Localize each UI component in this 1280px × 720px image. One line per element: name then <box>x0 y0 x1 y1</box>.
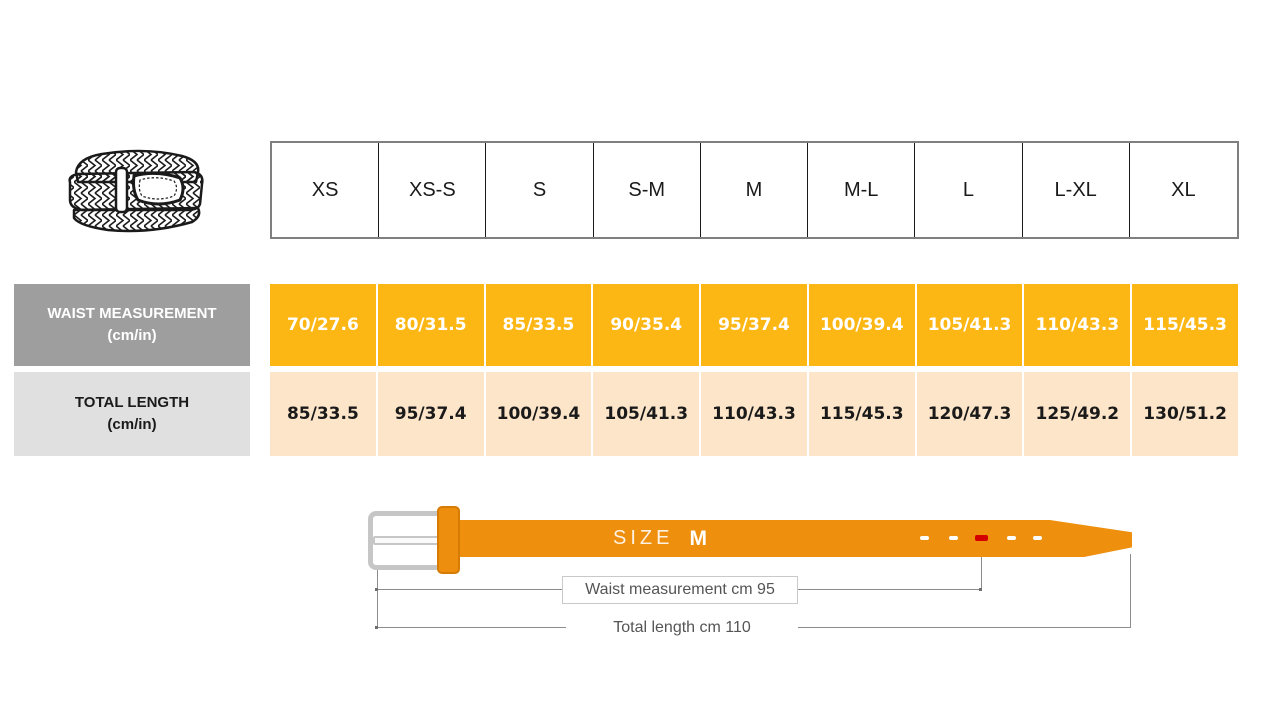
belt-strap <box>447 520 1132 557</box>
total-value-cell: 100/39.4 <box>485 372 592 456</box>
waist-label-unit: (cm/in) <box>107 327 157 344</box>
length-guide-line-left <box>377 627 566 628</box>
waist-annotation: Waist measurement cm 95 <box>562 576 798 604</box>
size-header-cell: M <box>701 143 809 237</box>
waist-label-text: WAIST MEASUREMENT <box>47 305 217 323</box>
belt-keeper <box>437 506 460 574</box>
waist-measurement-row-label: WAIST MEASUREMENT (cm/in) <box>14 284 250 366</box>
waist-value-cell: 100/39.4 <box>808 284 915 366</box>
waist-guide-line-right <box>798 589 981 590</box>
belt-hole <box>949 536 958 540</box>
size-header-cell: S <box>486 143 594 237</box>
size-word: SIZE <box>613 527 674 549</box>
total-label-text: TOTAL LENGTH <box>74 394 190 412</box>
size-value: M <box>689 526 707 550</box>
total-value-cell: 115/45.3 <box>808 372 915 456</box>
belt-buckle-prong <box>373 536 447 545</box>
belt-buckle-icon <box>368 511 448 570</box>
guide-dot <box>375 588 378 591</box>
waist-value-cell: 85/33.5 <box>485 284 592 366</box>
waist-value-cell: 110/43.3 <box>1024 284 1131 366</box>
belt-tip-guide-line <box>1130 554 1131 628</box>
buckle-guide-line <box>377 566 378 628</box>
total-value-cell: 110/43.3 <box>701 372 807 456</box>
length-annotation: Total length cm 110 <box>566 617 798 639</box>
braided-belt-illustration-icon <box>60 138 212 250</box>
waist-value-cell: 90/35.4 <box>593 284 700 366</box>
waist-value-cell: 95/37.4 <box>701 284 807 366</box>
size-header-cell: XS-S <box>379 143 487 237</box>
length-guide-line-right <box>798 627 1131 628</box>
waist-value-cell: 80/31.5 <box>377 284 484 366</box>
total-value-cell: 95/37.4 <box>377 372 484 456</box>
waist-annotation-text: Waist measurement cm 95 <box>585 581 775 598</box>
total-label-unit: (cm/in) <box>107 416 157 433</box>
total-value-cell: 105/41.3 <box>593 372 700 456</box>
guide-dot <box>375 626 378 629</box>
size-header-cell: L-XL <box>1023 143 1130 237</box>
size-header-cell: L <box>915 143 1023 237</box>
total-value-cell: 120/47.3 <box>916 372 1023 456</box>
total-value-cell: 85/33.5 <box>270 372 376 456</box>
total-value-cell: 125/49.2 <box>1024 372 1131 456</box>
total-length-row-label: TOTAL LENGTH (cm/in) <box>14 372 250 456</box>
size-header-cell: XS <box>272 143 380 237</box>
belt-hole <box>1007 536 1016 540</box>
waist-value-cell: 105/41.3 <box>916 284 1023 366</box>
size-header-cell: M-L <box>808 143 916 237</box>
length-annotation-text: Total length cm 110 <box>613 619 751 636</box>
waist-guide-line-left <box>377 589 562 590</box>
belt-size-text: SIZE M <box>560 520 760 557</box>
belt-hole <box>1033 536 1042 540</box>
waist-value-cell: 115/45.3 <box>1132 284 1238 366</box>
total-value-cell: 130/51.2 <box>1132 372 1238 456</box>
size-header-cell: XL <box>1171 178 1196 201</box>
belt-hole <box>920 536 929 540</box>
guide-dot <box>979 588 982 591</box>
selected-hole-guide-line <box>981 543 982 590</box>
waist-value-cell: 70/27.6 <box>270 284 376 366</box>
size-data-grid: 70/27.6 80/31.5 85/33.5 90/35.4 95/37.4 … <box>270 284 1238 456</box>
belt-hole-selected <box>975 535 988 541</box>
size-header-cell: S-M <box>594 143 701 237</box>
size-header-row: XS XS-S S S-M M M-L L L-XL XL <box>270 141 1239 239</box>
